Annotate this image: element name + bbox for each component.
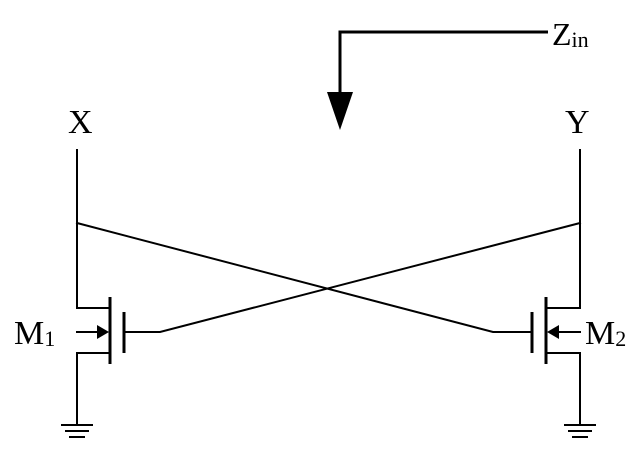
ground-icon bbox=[61, 407, 93, 438]
zin-label-sub: in bbox=[572, 27, 589, 52]
m2-label-sub: 2 bbox=[615, 326, 626, 351]
cross-wire-y-to-m1-gate bbox=[125, 221, 582, 333]
node-y-label: Y bbox=[565, 104, 590, 141]
nmos-transistor-icon bbox=[530, 297, 581, 409]
zin-label-main: Z bbox=[552, 16, 572, 52]
m2-label-main: M bbox=[585, 315, 615, 352]
m1-label-sub: 1 bbox=[44, 326, 55, 351]
ground-icon bbox=[564, 407, 596, 438]
zin-indicator: Zin bbox=[327, 16, 589, 130]
m2-label: M2 bbox=[585, 315, 626, 352]
cross-wire-x-to-m2-gate bbox=[75, 221, 531, 333]
nmos-transistor-icon bbox=[76, 297, 126, 409]
arrow-down-icon bbox=[327, 92, 353, 130]
m1-label-main: M bbox=[14, 315, 44, 352]
zin-label: Zin bbox=[552, 16, 589, 52]
node-x-label: X bbox=[68, 104, 93, 141]
zin-lead-line bbox=[338, 30, 548, 95]
m1-label: M1 bbox=[14, 315, 55, 352]
